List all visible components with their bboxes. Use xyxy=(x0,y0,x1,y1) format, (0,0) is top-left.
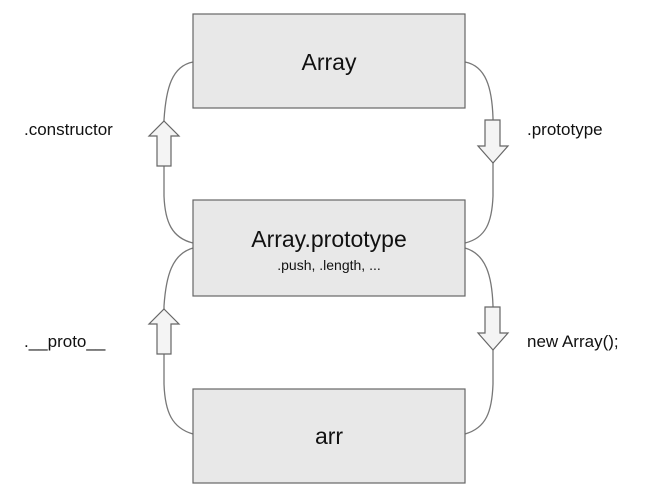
prototype-label: .prototype xyxy=(527,120,603,139)
array-prototype-box-subtitle: .push, .length, ... xyxy=(277,257,381,273)
array-prototype-box-title: Array.prototype xyxy=(251,226,407,252)
new-array-down-arrow-icon xyxy=(476,306,510,351)
constructor-up-arrow-icon xyxy=(147,120,181,167)
arr-box xyxy=(192,388,466,484)
proto-label: .__proto__ xyxy=(24,332,106,351)
new-array-label: new Array(); xyxy=(527,332,619,351)
array-box-title: Array xyxy=(302,49,357,75)
arr-box-title: arr xyxy=(315,423,343,449)
array-box xyxy=(192,13,466,109)
constructor-label: .constructor xyxy=(24,120,113,139)
proto-up-arrow-icon xyxy=(147,308,181,355)
array-prototype-box xyxy=(192,199,466,297)
prototype-down-arrow-icon xyxy=(476,119,510,164)
